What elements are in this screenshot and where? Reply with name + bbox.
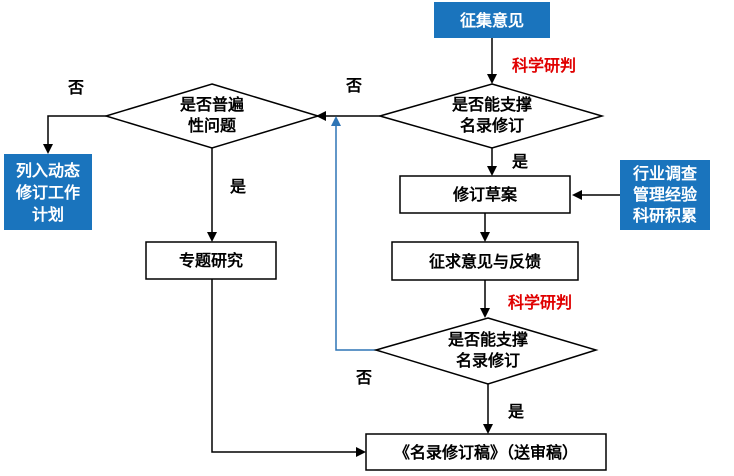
- node-judge1-line2: 名录修订: [460, 116, 524, 135]
- label-yes-draft: 是: [511, 152, 528, 171]
- node-judge2-line2: 名录修订: [456, 351, 520, 370]
- node-topic-study: 专题研究: [145, 241, 277, 280]
- node-industry-line2: 管理经验: [633, 185, 698, 204]
- node-industry-line1: 行业调查: [632, 164, 697, 183]
- node-dynamic-line1: 列入动态: [16, 161, 80, 180]
- node-topic-label: 专题研究: [179, 251, 243, 270]
- label-no-mid: 否: [345, 76, 362, 95]
- node-dynamic-line2: 修订工作: [15, 183, 80, 202]
- node-judge1-line1: 是否能支撑: [451, 95, 532, 114]
- label-yes-final: 是: [507, 402, 524, 421]
- node-collect-label: 征集意见: [460, 11, 524, 30]
- node-dynamic-line3: 计划: [32, 205, 64, 224]
- node-dynamic-plan: 列入动态 修订工作 计划: [4, 154, 92, 230]
- node-final-label: 《名录修订稿》（送审稿）: [394, 443, 578, 462]
- label-no-left: 否: [67, 78, 84, 97]
- node-support-revision-1: 是否能支撑 名录修订: [377, 83, 605, 149]
- node-general-line1: 是否普遍: [179, 95, 245, 114]
- label-scientific-judgment-1: 科学研判: [512, 56, 576, 75]
- node-feedback-label: 征求意见与反馈: [429, 252, 541, 271]
- node-general-issue: 是否普遍 性问题: [103, 83, 321, 149]
- label-no-bottom: 否: [355, 368, 372, 387]
- node-collect-opinions: 征集意见: [434, 2, 550, 38]
- node-judge2-line1: 是否能支撑: [447, 330, 528, 349]
- node-industry-line3: 科研积累: [633, 206, 697, 225]
- edge-judge2-loop: [331, 116, 376, 351]
- edge-topic-final: [211, 279, 366, 457]
- node-support-revision-2: 是否能支撑 名录修订: [373, 317, 599, 385]
- node-final-draft: 《名录修订稿》（送审稿）: [365, 433, 607, 471]
- node-revision-draft: 修订草案: [399, 175, 571, 214]
- node-general-line2: 性问题: [188, 116, 237, 135]
- node-industry-research: 行业调查 管理经验 科研积累: [620, 160, 710, 230]
- node-solicit-feedback: 征求意见与反馈: [391, 241, 579, 281]
- edge-general-dynamic: [43, 115, 106, 154]
- label-scientific-judgment-2: 科学研判: [508, 293, 572, 312]
- node-draft-label: 修订草案: [452, 185, 518, 204]
- label-yes-topic: 是: [229, 177, 246, 196]
